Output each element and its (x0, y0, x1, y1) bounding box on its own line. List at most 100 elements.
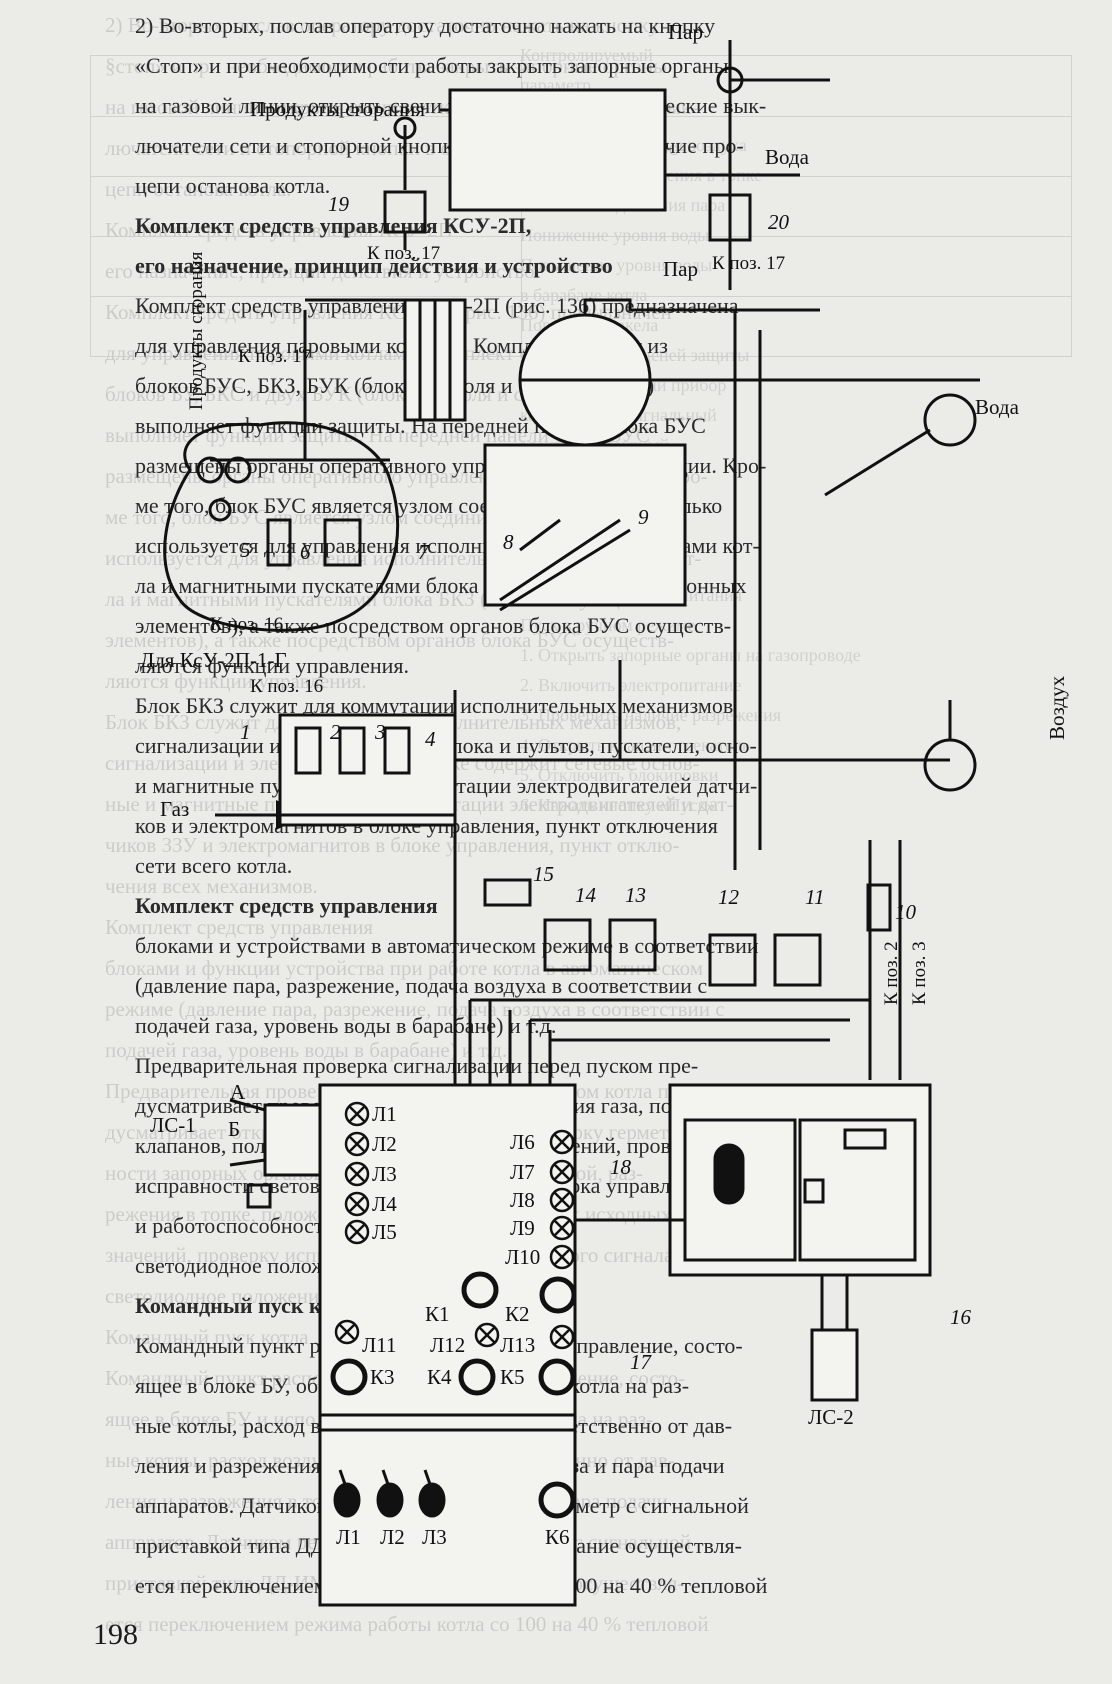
text-line: «Стоп» и при необходимости работы закрыт… (135, 53, 729, 78)
page-number: 198 (93, 1618, 138, 1651)
label-k-poz-17-b: К поз. 17 (712, 253, 786, 274)
label-3: 3 (375, 720, 386, 744)
text-line: 2) Во-вторых, послав оператору достаточн… (135, 13, 716, 38)
label-l13: Л13 (500, 1333, 536, 1357)
lamp-l4 (344, 1191, 370, 1217)
label-8: 8 (503, 530, 514, 554)
label-steam-mid: Пар (663, 257, 698, 281)
button-k4[interactable] (458, 1358, 496, 1396)
label-ls1: ЛС-1 (150, 1113, 196, 1137)
label-k-poz-17-a: К поз. 17 (367, 243, 441, 264)
connector-ls1 (263, 1103, 322, 1177)
label-16: 16 (950, 1305, 971, 1329)
label-l6: Л6 (510, 1130, 535, 1154)
label-b: Б (228, 1117, 241, 1141)
label-l11: Л11 (362, 1333, 397, 1357)
label-switch-l1: Л1 (336, 1525, 361, 1549)
button-k6[interactable] (538, 1481, 576, 1519)
button-k2[interactable] (539, 1276, 577, 1314)
connector-ls2 (810, 1328, 859, 1402)
label-l5: Л5 (372, 1220, 397, 1244)
sensor-12 (708, 933, 757, 987)
label-k-poz-2: К поз. 2 (881, 941, 902, 1005)
label-l3: Л3 (372, 1162, 397, 1186)
toggle-l3[interactable] (418, 1469, 446, 1518)
text-line: подачей газа, уровень воды в барабане) и… (135, 1013, 557, 1038)
label-k6: К6 (545, 1525, 570, 1549)
text-line: Комплект средств управления КСУ-2П, (135, 213, 532, 238)
water-valve (923, 393, 977, 447)
label-water-mid: Вода (975, 395, 1019, 419)
label-17: 17 (630, 1350, 651, 1374)
label-l12: Л12 (430, 1333, 466, 1357)
label-k-poz-16-b: К поз. 16 (250, 676, 324, 697)
text-line: Предварительная проверка сигнализации пе… (135, 1053, 699, 1078)
sensor-14 (543, 918, 592, 972)
sensor-11 (773, 933, 822, 987)
label-20: 20 (768, 210, 789, 234)
label-l10: Л10 (505, 1245, 541, 1269)
label-k-poz-3: К поз. 3 (909, 941, 930, 1005)
text-line: ляются функции управления. (135, 653, 410, 678)
label-7: 7 (418, 540, 429, 564)
sensor-15 (483, 878, 532, 907)
toggle-l2[interactable] (376, 1469, 404, 1518)
lamp-l10 (549, 1244, 575, 1270)
burner-box (483, 443, 687, 607)
top-tank (448, 88, 667, 212)
label-13: 13 (625, 883, 646, 907)
toggle-l1[interactable] (333, 1469, 361, 1518)
label-18: 18 (610, 1155, 631, 1179)
label-6: 6 (300, 540, 311, 564)
label-l4: Л4 (372, 1192, 397, 1216)
lamp-l6 (549, 1129, 575, 1155)
label-1: 1 (240, 720, 251, 744)
text-line: Комплект средств управления (135, 893, 438, 918)
lamp-l3 (344, 1161, 370, 1187)
label-l1: Л1 (372, 1102, 397, 1126)
label-k4: К4 (427, 1365, 452, 1389)
label-15: 15 (533, 862, 554, 886)
lamp-l5 (344, 1219, 370, 1245)
label-4: 4 (425, 727, 436, 751)
label-k2: К2 (505, 1302, 530, 1326)
label-a: А (230, 1080, 246, 1104)
top-valve (716, 66, 744, 94)
label-water-top: Вода (765, 145, 809, 169)
button-k1[interactable] (461, 1271, 499, 1309)
text-line: его назначение, принцип действия и устро… (135, 253, 613, 278)
label-l2: Л2 (372, 1132, 397, 1156)
label-l7: Л7 (510, 1160, 535, 1184)
label-combustion-products-top: Продукты сгорания (250, 97, 426, 121)
lamp-l12 (474, 1322, 500, 1348)
sensor-10 (866, 883, 892, 932)
button-k5[interactable] (538, 1358, 576, 1396)
label-10: 10 (895, 900, 916, 924)
label-k-poz-17-c: К поз. 17 (238, 346, 312, 367)
label-k3: К3 (370, 1365, 395, 1389)
text-line: сети всего котла. (135, 853, 293, 878)
label-l9: Л9 (510, 1216, 535, 1240)
air-valve (923, 738, 977, 792)
lamp-l7 (549, 1159, 575, 1185)
lamp-l11 (334, 1319, 360, 1345)
lamp-l8 (549, 1187, 575, 1213)
furnace-outline (163, 421, 400, 632)
lamp-l9 (549, 1215, 575, 1241)
label-11: 11 (805, 885, 825, 909)
sensor-13 (608, 918, 657, 972)
label-combustion-products-vertical: Продукты сгорания (186, 251, 207, 410)
label-2: 2 (330, 720, 341, 744)
label-ls2: ЛС-2 (808, 1405, 854, 1429)
lamp-l1 (344, 1101, 370, 1127)
label-9: 9 (638, 505, 649, 529)
label-12: 12 (718, 885, 739, 909)
label-k5: К5 (500, 1365, 525, 1389)
label-5: 5 (240, 538, 251, 562)
label-19: 19 (328, 192, 349, 216)
label-k1: К1 (425, 1302, 450, 1326)
button-k3[interactable] (330, 1358, 368, 1396)
label-for-ksu: Для КсУ-2П-1-Г (140, 648, 287, 672)
label-air: Воздух (1045, 675, 1069, 740)
